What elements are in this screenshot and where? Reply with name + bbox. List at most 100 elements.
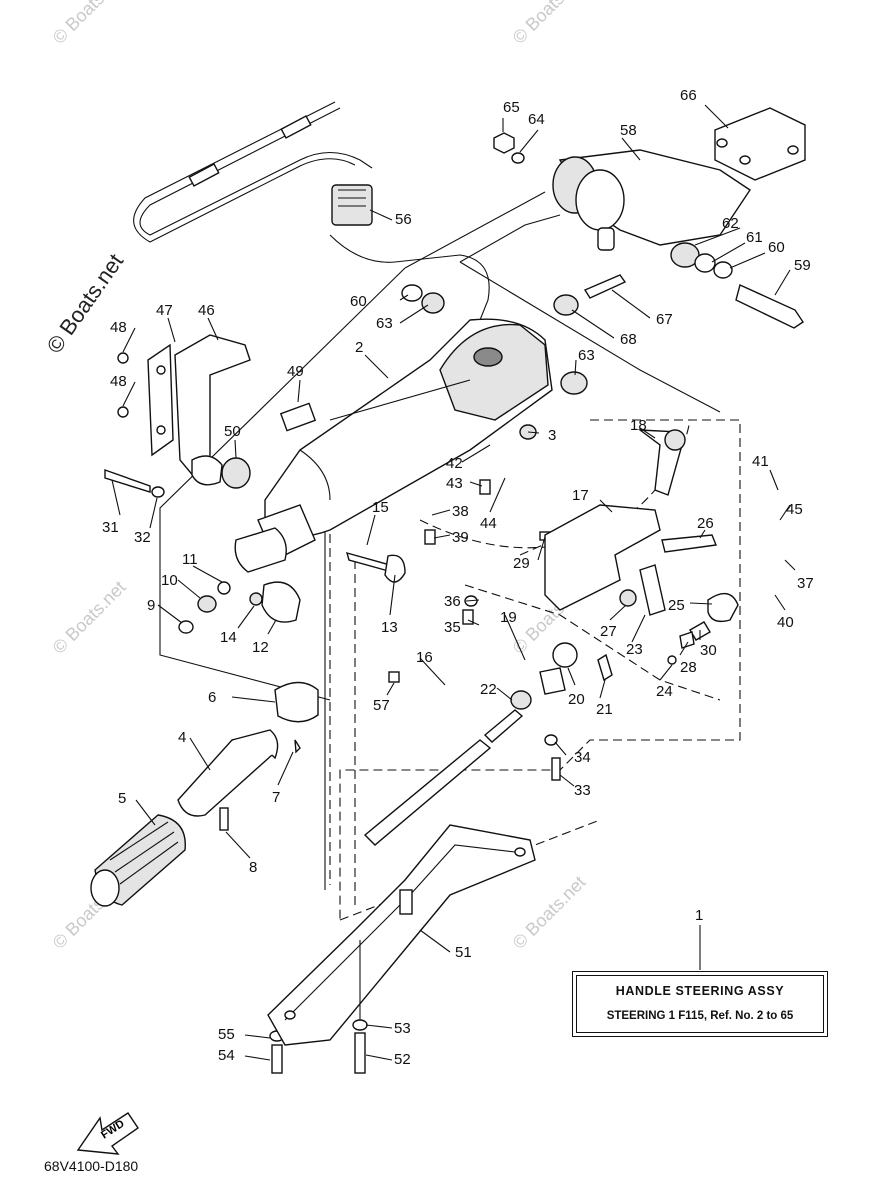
callout: 44 <box>480 515 497 532</box>
callout: 53 <box>394 1020 411 1037</box>
callout: 66 <box>680 87 697 104</box>
fasteners <box>104 132 804 1074</box>
callout: 39 <box>452 529 469 546</box>
callout: 41 <box>752 453 769 470</box>
callout: 62 <box>722 215 739 232</box>
callout: 64 <box>528 111 545 128</box>
callout: 47 <box>156 302 173 319</box>
callout: 6 <box>208 689 216 706</box>
callout: 48 <box>110 319 127 336</box>
base-plate <box>267 824 536 1046</box>
callout: 1 <box>695 907 703 924</box>
callout: 25 <box>668 597 685 614</box>
callout: 7 <box>272 789 280 806</box>
callout: 24 <box>656 683 673 700</box>
callout: 59 <box>794 257 811 274</box>
callout: 52 <box>394 1051 411 1068</box>
callout: 11 <box>182 551 198 568</box>
mounting-bracket <box>552 107 806 251</box>
callout: 30 <box>700 642 717 659</box>
callout: 40 <box>777 614 794 631</box>
callout: 65 <box>503 99 520 116</box>
part-20-gear <box>552 642 578 668</box>
part-46 <box>174 334 251 479</box>
callout: 15 <box>372 499 389 516</box>
callout: 8 <box>249 859 257 876</box>
callout: 23 <box>626 641 643 658</box>
callout: 19 <box>500 609 517 626</box>
callout: 51 <box>455 944 472 961</box>
callout: 37 <box>797 575 814 592</box>
part-13 <box>384 554 406 583</box>
callout: 54 <box>218 1047 235 1064</box>
assembly-subtitle: STEERING 1 F115, Ref. No. 2 to 65 <box>606 1010 794 1022</box>
watermark: © Boats.net <box>49 577 130 658</box>
part-23 <box>639 564 666 616</box>
callout: 48 <box>110 373 127 390</box>
part-17 <box>544 504 661 611</box>
callout: 2 <box>355 339 363 356</box>
part-47 <box>147 343 174 457</box>
callout: 60 <box>350 293 367 310</box>
callout: 26 <box>697 515 714 532</box>
leader-lines <box>111 104 796 1061</box>
callout: 20 <box>568 691 585 708</box>
part-6 <box>274 681 319 723</box>
callout: 33 <box>574 782 591 799</box>
part-59-bolt <box>735 284 804 329</box>
callout: 36 <box>444 593 461 610</box>
callout: 45 <box>786 501 803 518</box>
shift-rod <box>363 739 492 846</box>
fwd-arrow-icon: FWD <box>76 1112 139 1155</box>
callout: 29 <box>513 555 530 572</box>
part-31-bolt <box>104 469 151 493</box>
callout: 43 <box>446 475 463 492</box>
callout: 3 <box>548 427 556 444</box>
callout: 22 <box>480 681 497 698</box>
callout: 68 <box>620 331 637 348</box>
assembly-title-box: HANDLE STEERING ASSY STEERING 1 F115, Re… <box>572 971 828 1037</box>
throttle-grip-assembly <box>90 527 319 907</box>
callout: 49 <box>287 363 304 380</box>
part-22 <box>539 667 566 695</box>
control-cables <box>133 101 490 321</box>
watermark: © Boats.net <box>509 0 590 48</box>
callout: 32 <box>134 529 151 546</box>
callout: 21 <box>596 701 613 718</box>
callout: 31 <box>102 519 119 536</box>
callout: 18 <box>630 417 647 434</box>
watermark: © Boats.net <box>49 0 130 48</box>
callout: 16 <box>416 649 433 666</box>
callout: 67 <box>656 311 673 328</box>
part-66 <box>714 107 806 181</box>
linkage-assembly <box>363 429 739 846</box>
callout: 17 <box>572 487 589 504</box>
callout: 55 <box>218 1026 235 1043</box>
callout: 42 <box>446 455 463 472</box>
assembly-title: HANDLE STEERING ASSY <box>615 984 785 998</box>
diagram-code: 68V4100-D180 <box>44 1158 139 1174</box>
callout: 4 <box>178 729 186 746</box>
callout: 34 <box>574 749 591 766</box>
callout: 9 <box>147 597 155 614</box>
callout: 58 <box>620 122 637 139</box>
side-bracket <box>147 334 317 486</box>
callout: 28 <box>680 659 697 676</box>
watermark: © Boats.net <box>509 872 590 953</box>
watermark-main: © Boats.net <box>42 249 129 358</box>
part-4 <box>177 738 273 817</box>
callout: 57 <box>373 697 390 714</box>
callout: 13 <box>381 619 398 636</box>
part-67-stud <box>583 274 627 299</box>
part-12 <box>261 581 301 623</box>
part-51 <box>267 824 536 1046</box>
part-26-pin <box>661 534 717 553</box>
part-49-label <box>279 402 317 432</box>
callout: 14 <box>220 629 237 646</box>
callout: 38 <box>452 503 469 520</box>
cable-connector <box>331 184 373 226</box>
callout: 5 <box>118 790 126 807</box>
callout-labels: 1 2 3 4 5 6 7 8 9 10 11 12 13 14 15 16 1… <box>102 87 814 1068</box>
